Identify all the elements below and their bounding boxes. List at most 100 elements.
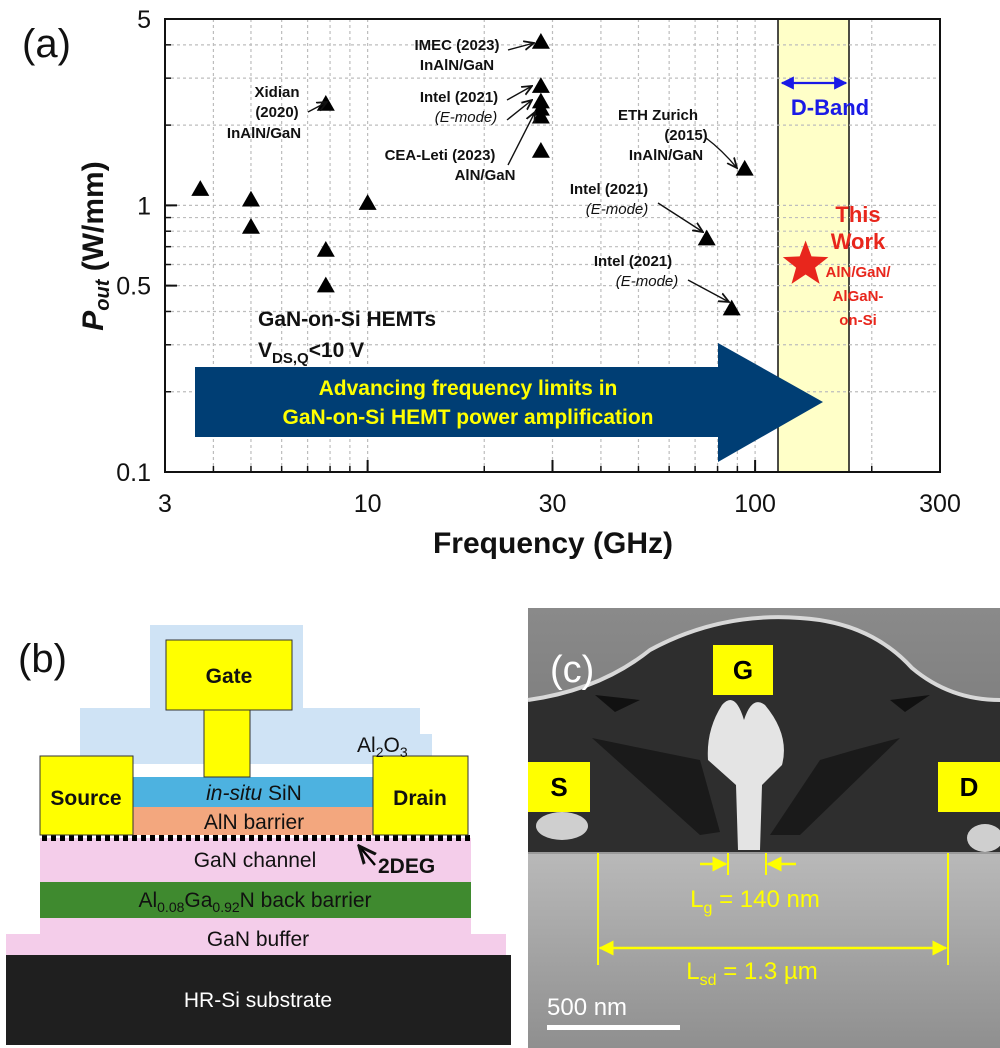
annot-intel75-arrow	[657, 202, 703, 232]
data-point-triangle	[531, 77, 550, 93]
lg-label: Lg = 140 nm	[690, 886, 820, 917]
panel-b-label: (b)	[18, 637, 67, 681]
sin-label: in-situ SiN	[206, 782, 302, 805]
x-axis-title: Frequency (GHz)	[433, 527, 673, 560]
annot-intel75-mode: (E-mode)	[586, 201, 649, 218]
annot-cea-name: CEA-Leti (2023)	[385, 147, 496, 164]
data-point-triangle	[316, 241, 335, 257]
data-point-triangle	[722, 299, 741, 316]
annot-xidian-name: Xidian	[254, 84, 299, 101]
this-work-line1: This	[835, 202, 880, 227]
scale-bar-label: 500 nm	[547, 994, 627, 1021]
gate-head	[165, 639, 293, 711]
y-tick-label: 0.1	[116, 459, 151, 487]
gan-buffer-label: GaN buffer	[207, 928, 309, 951]
sem-s-box	[528, 762, 590, 812]
hemts-label: GaN-on-Si HEMTs	[258, 308, 436, 331]
annot-imec-material: InAlN/GaN	[420, 57, 494, 74]
data-point-triangle	[531, 32, 550, 49]
data-point-triangle	[241, 217, 260, 234]
arrow-text-line2: GaN-on-Si HEMT power amplification	[282, 406, 653, 429]
twodeg-label: 2DEG	[378, 855, 435, 878]
annot-eth-arrow	[705, 137, 737, 168]
source-contact	[39, 755, 134, 836]
sem-t-gate	[707, 700, 784, 850]
gate-stem	[203, 705, 251, 778]
annot-cea-arrow	[507, 112, 535, 166]
annot-eth-name: ETH Zurich	[618, 107, 698, 124]
annot-xidian-year: (2020)	[255, 104, 298, 121]
annot-intel87-mode: (E-mode)	[616, 273, 679, 290]
panel-c: (c) G S D Lg = 140 nm Lsd = 1.3 µm 500 n…	[527, 608, 1000, 1048]
annot-eth-material: InAlN/GaN	[629, 147, 703, 164]
progress-arrow	[195, 343, 823, 462]
data-point-triangle	[531, 141, 550, 158]
data-point-triangle	[697, 229, 716, 246]
panel-c-label: (c)	[550, 649, 594, 691]
twodeg-arrow	[359, 846, 375, 866]
gate-label: Gate	[206, 665, 253, 688]
sem-d-box	[938, 762, 1000, 812]
back-barrier-layer	[40, 882, 471, 918]
y-tick-label: 0.5	[116, 273, 151, 301]
this-work-sub1: AlN/GaN/	[825, 264, 891, 281]
sin-layer	[133, 777, 373, 807]
data-point-triangle	[531, 107, 550, 124]
gan-buffer-layer	[6, 918, 506, 955]
annot-intel75-name: Intel (2021)	[570, 181, 648, 198]
gan-channel-label: GaN channel	[194, 849, 317, 872]
lsd-label: Lsd = 1.3 µm	[686, 958, 817, 989]
y-tick-label: 1	[137, 192, 151, 220]
drain-label: Drain	[393, 787, 447, 810]
x-tick-label: 30	[539, 490, 567, 518]
aln-barrier-layer	[133, 807, 373, 835]
back-barrier-label: Al0.08Ga0.92N back barrier	[138, 889, 371, 915]
panel-a-label: (a)	[22, 22, 71, 66]
aln-barrier-label: AlN barrier	[204, 811, 304, 834]
x-tick-label: 300	[919, 490, 961, 518]
drain-contact	[372, 755, 469, 836]
annot-imec-arrow	[507, 43, 534, 51]
annot-eth-year: (2015)	[664, 127, 707, 144]
x-tick-label: 3	[158, 490, 172, 518]
source-label: Source	[50, 787, 121, 810]
data-point-triangle	[735, 159, 754, 176]
this-work-sub3: on-Si	[839, 312, 877, 329]
sem-d-label: D	[960, 772, 979, 802]
al2o3-label: Al2O3	[357, 734, 408, 760]
panel-a: (a) 3 10 30 100 300 0.1 0.5 1 5 Advancing freque…	[22, 6, 961, 560]
y-tick-label: 5	[137, 6, 151, 34]
d-band-label: D-Band	[791, 95, 869, 120]
gan-channel-layer	[40, 838, 471, 882]
scale-bar	[547, 1025, 680, 1030]
annot-intel28-arrow2	[506, 100, 532, 121]
sem-g-label: G	[733, 655, 753, 685]
annot-cea-material: AlN/GaN	[455, 167, 516, 184]
this-work-sub2: AlGaN-	[833, 288, 884, 305]
data-point-triangle	[241, 190, 260, 207]
annot-intel28-mode: (E-mode)	[435, 109, 498, 126]
annot-intel87-arrow	[687, 279, 729, 302]
data-point-triangle	[358, 194, 377, 210]
annot-xidian-arrow	[307, 102, 327, 113]
arrow-text-line1: Advancing frequency limits in	[319, 377, 618, 400]
annot-imec-name: IMEC (2023)	[414, 37, 499, 54]
vds-label: VDS,Q<10 V	[258, 339, 364, 367]
y-axis-title: Pout (W/mm)	[77, 161, 114, 330]
annot-xidian-material: InAlN/GaN	[227, 125, 301, 142]
annot-intel87-name: Intel (2021)	[594, 253, 672, 270]
panel-b: (b) HR-Si substrate GaN buffer Al0.08Ga0…	[6, 625, 511, 1045]
annot-intel28-arrow	[506, 86, 532, 101]
data-point-triangle	[191, 180, 210, 196]
data-point-triangle	[316, 276, 335, 293]
this-work-line2: Work	[831, 229, 886, 254]
substrate-label: HR-Si substrate	[184, 989, 332, 1012]
substrate-layer	[6, 955, 511, 1045]
this-work-star	[782, 240, 829, 284]
x-tick-label: 100	[734, 490, 776, 518]
sem-s-label: S	[550, 772, 567, 802]
sem-g-box	[713, 645, 773, 695]
annot-intel28-name: Intel (2021)	[420, 89, 498, 106]
x-tick-label: 10	[354, 490, 382, 518]
